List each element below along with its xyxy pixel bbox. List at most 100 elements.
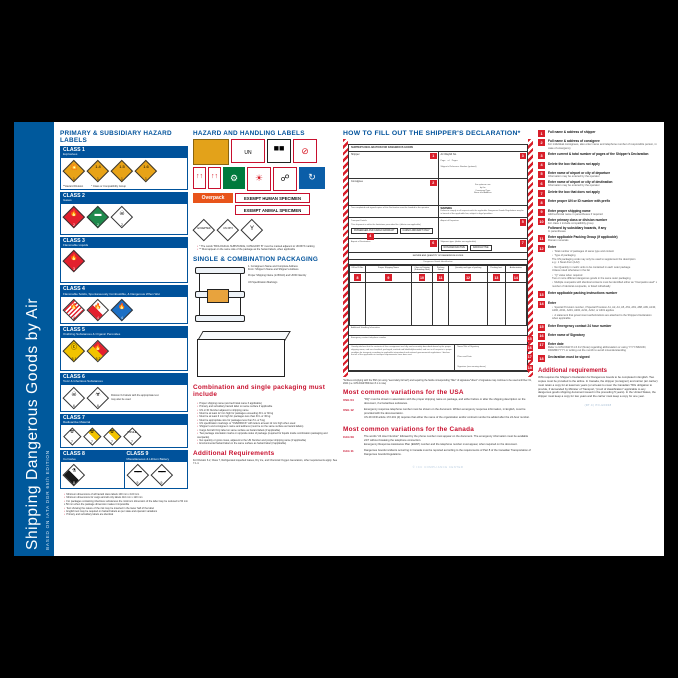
instruction-number: 8 xyxy=(538,199,545,207)
page-label: Page xyxy=(440,160,446,163)
excepted-quantity-icon xyxy=(193,139,229,165)
dg-table-title: Dangerous Goods Identification xyxy=(349,260,527,266)
limited-quantity-y-diamond-icon: Y xyxy=(240,218,264,242)
instruction-title: Enter Emergency contact 24 hour number xyxy=(548,323,612,328)
instruction-bullets: Special Provision number, if Special Pro… xyxy=(548,306,658,321)
name-title-label: Name/Title of Signatory xyxy=(457,346,480,349)
instruction-title: Enter name of Signatory xyxy=(548,332,585,337)
badge-14: 14 xyxy=(512,274,520,281)
bullet-item: Special Provision number, if Special Pro… xyxy=(552,306,658,313)
non-radioactive-box[interactable]: NON-RADIOACTIVE xyxy=(440,244,468,251)
instruction-title: Enter primary class or division number xyxy=(548,218,608,223)
heading-usa-variations: Most common variations for the USA xyxy=(343,389,464,397)
col-header-class: Class or Division (Subsidiary Risk) xyxy=(410,265,434,274)
instruction-sub: Add technical name in parentheses if req… xyxy=(548,212,603,216)
class-desc: Miscellaneous & Lithium Battery xyxy=(126,456,170,461)
this-way-up-icon-2: ↑↑ xyxy=(208,167,221,189)
footnote-item: Text showing the nature of the risk may … xyxy=(64,507,188,510)
badge-8: 8 xyxy=(354,274,361,281)
form-row-handling-info: Additional Handling Information xyxy=(349,326,527,336)
class-header: CLASS 1 Explosives xyxy=(61,147,187,158)
poster-body: PRIMARY & SUBSIDIARY HAZARD LABELS CLASS… xyxy=(54,122,664,556)
exempt-animal-specimen-label: EXEMPT ANIMAL SPECIMEN xyxy=(235,205,310,215)
drum-icon xyxy=(193,265,245,323)
class-desc: Radioactive Material xyxy=(63,419,91,424)
footnote-item: For packages containing infectious subst… xyxy=(64,500,188,507)
cargo-aircraft-only-box[interactable]: CARGO AIRCRAFT ONLY xyxy=(399,228,433,235)
class-1-notes: **Hazard Division * Class or Compatibili… xyxy=(61,184,187,189)
instruction-number: 7 xyxy=(538,190,545,198)
instruction-bullets: Total number of packages of same type an… xyxy=(548,250,658,288)
section-heading-declaration: HOW TO FILL OUT THE SHIPPER'S DECLARATIO… xyxy=(343,130,521,137)
form-row-nature-title: NATURE AND QUANTITY OF DANGEROUS GOODS xyxy=(349,253,527,260)
class-name: CLASS 8 xyxy=(63,451,85,458)
signature-label: Signature (see warning above) xyxy=(457,365,486,368)
poster-spine: Shipping Dangerous Goods by Air BASED ON… xyxy=(14,122,54,556)
column1-footnotes: Minimum dimensions of all hazard class l… xyxy=(60,493,188,517)
instruction-number: 2 xyxy=(538,139,545,147)
class-box-3: CLASS 3 Flammable Liquids 🔥3 xyxy=(60,236,188,284)
this-way-up-icon: ↑↑ xyxy=(193,167,206,189)
drum-callout-4: UN Specification Markings xyxy=(248,280,278,284)
badge-1: 1 xyxy=(430,152,437,160)
instruction-title: Full name & address of consignee xyxy=(548,139,600,144)
table-row xyxy=(349,281,528,326)
instruction-sub: Roman numerals xyxy=(548,239,569,243)
radioactive-box[interactable]: RADIOACTIVE xyxy=(469,244,492,251)
handling-label-row-3: EXCEPTED UN 3373 Y xyxy=(192,218,338,242)
list-item: Two package orientation marks on opposit… xyxy=(197,432,338,439)
aircraft-limitation-note: This shipment is within the limitations … xyxy=(351,224,421,227)
hazard-diamond-icon: ☢7 xyxy=(83,427,101,446)
list-item: Must be appropriate size for packages le… xyxy=(197,419,338,422)
class-label-group: ━━9 ━━9 xyxy=(125,462,188,488)
badge-5: 5 xyxy=(519,219,526,226)
form-stripe-right xyxy=(528,139,533,377)
class-label-group: ⚗8 xyxy=(61,462,124,488)
instruction-title: Enter applicable packing instructions nu… xyxy=(548,291,618,296)
keep-away-from-heat-icon: ☀ xyxy=(247,167,271,191)
instruction-number: 6 xyxy=(538,180,545,188)
heading-canada-variations: Most common variations for the Canada xyxy=(343,426,475,434)
shipper-field-label: Shipper xyxy=(351,153,360,157)
dangerous-goods-table: UN or ID No. Proper Shipping Name Class … xyxy=(349,265,528,326)
carton-icon xyxy=(193,329,291,381)
instruction-title: Delete the box that does not apply xyxy=(548,190,600,195)
cryogenic-liquid-icon: ⚙ xyxy=(223,167,245,189)
form-row-declaration: I hereby declare that the contents of th… xyxy=(349,344,533,372)
variation-row: CAG 09 The words "24 Hour Number" follow… xyxy=(343,435,533,446)
handling-label-row-2: ↑↑ ↑↑ ⚙ ☀ ☍ ↻ xyxy=(193,167,338,191)
passenger-cargo-aircraft-box[interactable]: PASSENGER AND CARGO AIRCRAFT xyxy=(351,228,398,235)
consignee-field-label: Consignee xyxy=(351,180,363,184)
hazard-diamond-icon: ☠6 xyxy=(62,386,86,409)
hazard-diamond-icon: 🔥4 xyxy=(86,298,110,322)
list-item: Proper shipping name (and technical name… xyxy=(197,402,338,405)
airport-destination-label: Airport of Destination xyxy=(351,240,371,243)
instruction-title: Enter proper shipping name xyxy=(548,208,591,213)
instruction-number: 16 xyxy=(538,332,545,340)
variation-code: CAG 11 xyxy=(343,449,354,453)
declaration-form-body: SHIPPER'S DECLARATION FOR DANGEROUS GOOD… xyxy=(348,144,533,372)
instruction-number: 15 xyxy=(538,323,545,331)
badge-3: 3 xyxy=(519,152,526,160)
bullet-item: Total number of packages of same type an… xyxy=(552,250,658,253)
form-row-emergency: Emergency contact telephone number 15 xyxy=(349,335,533,345)
hazard-diamond-icon: 💥1 xyxy=(62,159,86,182)
instruction-title: Full name & address of shipper xyxy=(548,130,596,134)
instruction-number: 1 xyxy=(538,130,545,137)
list-item: UN or ID Number adjacent to shipping nam… xyxy=(197,409,338,412)
conditions-note: Two completed and signed copies of this … xyxy=(351,207,430,210)
additional-requirements-text-right: IATA requires the Shipper's Declaration … xyxy=(538,374,658,399)
instruction-title: Enter applicable Packing Group (if appli… xyxy=(548,235,618,240)
footnote-item: Minimum dimensions for cargo aircraft on… xyxy=(64,496,188,499)
